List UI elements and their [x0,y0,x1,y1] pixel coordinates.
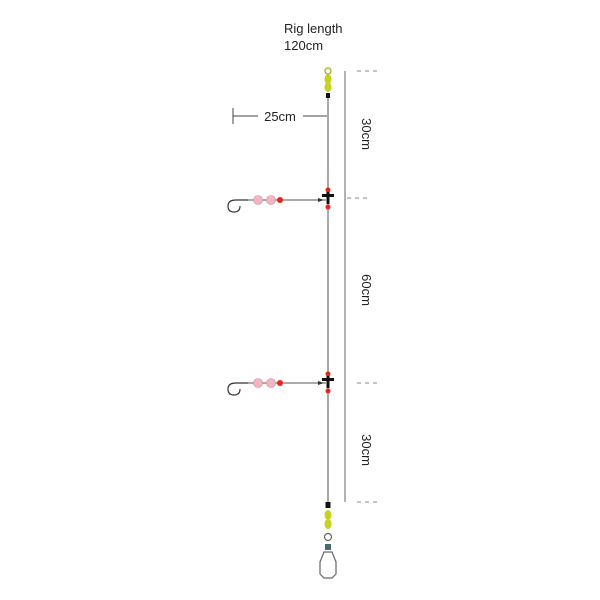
bottom-swivel [323,502,333,550]
lower-snood-knot [318,381,324,385]
bottom-swivel-ring [323,532,333,542]
lower-boom-bead-bottom [325,388,331,394]
bottom-crimp [325,502,331,508]
snood-length-label: 25cm [264,109,296,124]
lower-pink-bead-1 [253,378,263,388]
bottom-section-label: 30cm [359,434,374,466]
upper-boom-bead-bottom [325,204,331,210]
bottom-swivel-body-upper [324,510,332,520]
upper-dropper [227,187,334,213]
upper-snood-knot [318,198,324,202]
sinker-icon [319,551,337,579]
top-swivel-crimp [326,93,330,98]
top-swivel-body-upper [324,74,332,84]
rig-length-label: Rig length [284,21,343,36]
top-swivel-body-lower [324,82,332,92]
upper-pink-bead-2 [266,195,276,205]
upper-pink-bead-1 [253,195,263,205]
lower-red-bead [277,380,283,386]
upper-red-bead [277,197,283,203]
measure-ticks [347,70,377,503]
top-swivel [324,67,332,98]
lower-hook [227,382,248,396]
upper-hook [227,199,248,213]
lower-boom-bead-top [325,371,331,377]
bottom-swivel-body-lower [324,519,332,529]
sinker-connector [325,544,331,550]
upper-boom-stem [326,192,330,204]
top-swivel-ring [324,67,332,75]
snood-length-indicator: 25cm [232,108,327,124]
rig-length-value: 120cm [284,38,323,53]
lower-boom-stem [326,376,330,388]
middle-section-label: 60cm [359,274,374,306]
top-section-label: 30cm [359,118,374,150]
lower-dropper [227,371,334,396]
lower-pink-bead-2 [266,378,276,388]
upper-boom-bead-top [325,187,331,193]
